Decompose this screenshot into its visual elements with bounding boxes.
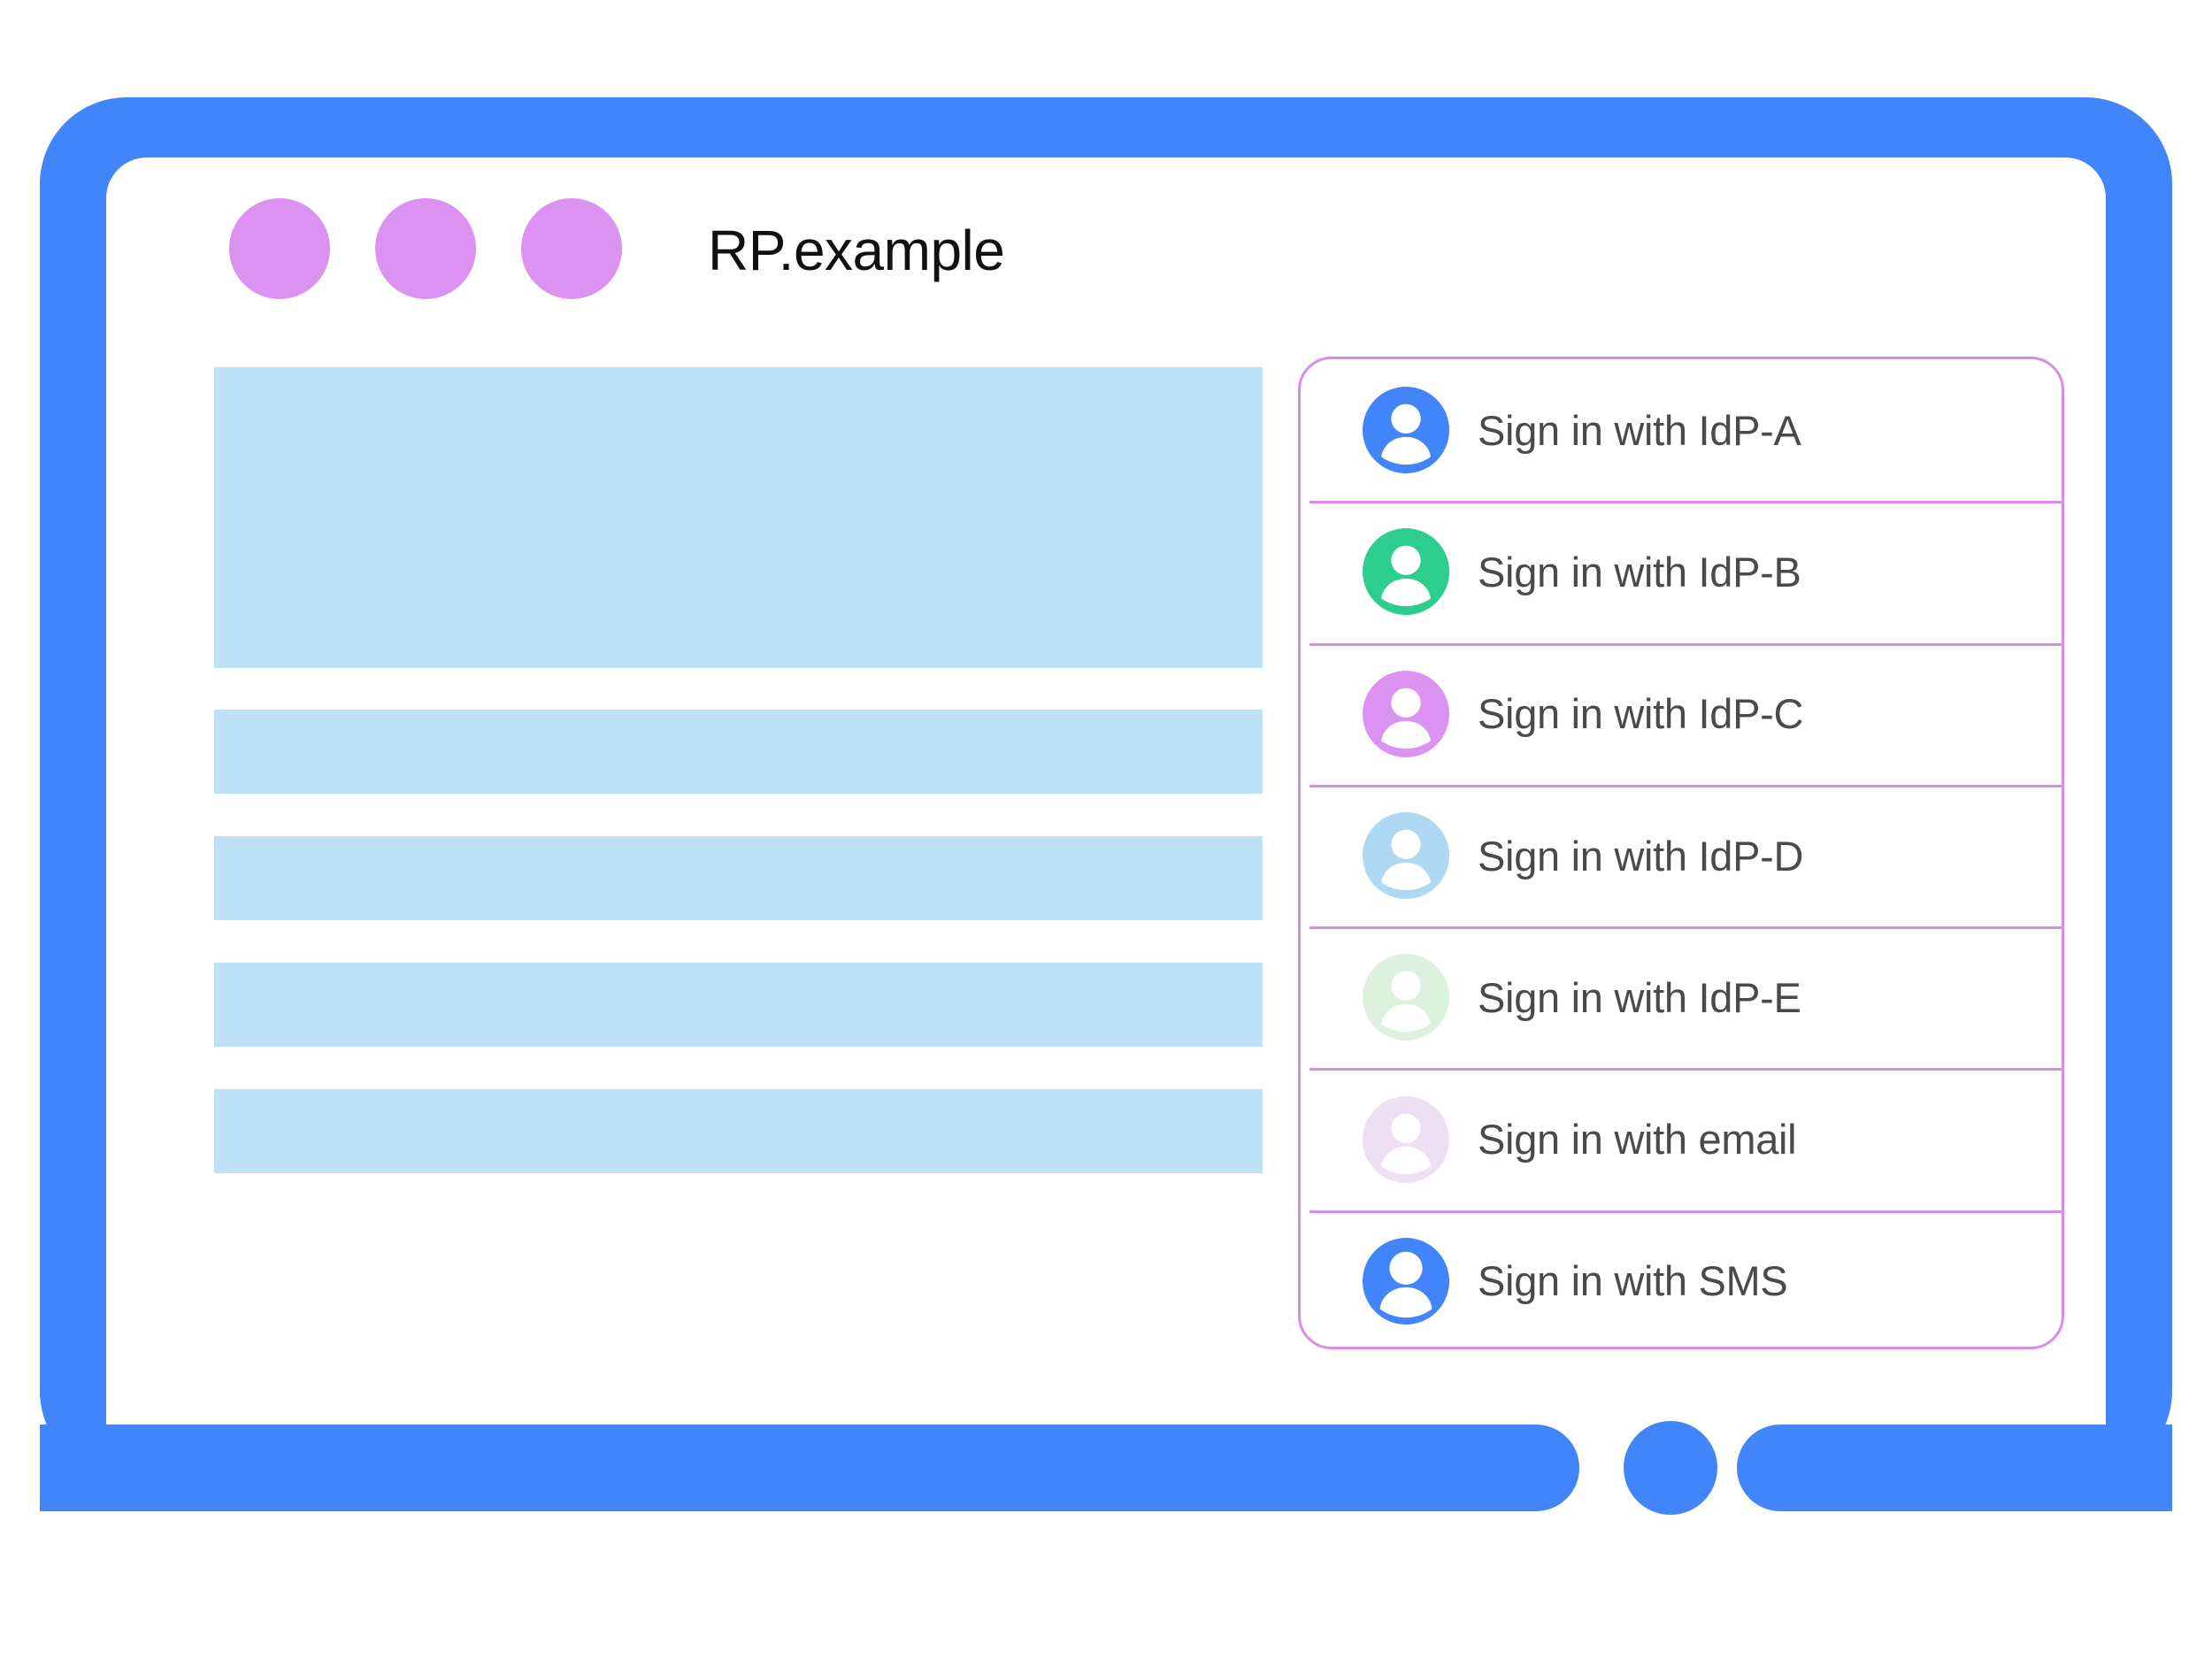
- account-avatar-icon: [1363, 1237, 1449, 1325]
- browser-screen: RP.example Sign in with IdP-A: [106, 157, 2106, 1538]
- account-label: Sign in with email: [1478, 1116, 1797, 1164]
- account-row-idp-c[interactable]: Sign in with IdP-C: [1301, 642, 2064, 785]
- device-frame: RP.example Sign in with IdP-A: [40, 97, 2172, 1566]
- account-label: Sign in with IdP-E: [1478, 973, 1801, 1021]
- text-placeholder-1: [214, 710, 1263, 794]
- bottom-bezel-left: [40, 1425, 1579, 1511]
- page-title: RP.example: [708, 219, 1005, 282]
- text-placeholder-3: [214, 963, 1263, 1047]
- text-placeholder-2: [214, 836, 1263, 920]
- account-chooser-panel: Sign in with IdP-A Sign in with IdP-B: [1298, 357, 2064, 1349]
- account-row-idp-e[interactable]: Sign in with IdP-E: [1301, 926, 2064, 1068]
- account-avatar-icon: [1363, 387, 1449, 474]
- account-row-idp-d[interactable]: Sign in with IdP-D: [1301, 784, 2064, 926]
- account-avatar-icon: [1363, 1095, 1449, 1183]
- account-label: Sign in with IdP-C: [1478, 690, 1804, 738]
- account-label: Sign in with IdP-B: [1478, 548, 1801, 595]
- account-avatar-icon: [1363, 670, 1449, 757]
- bottom-bezel-right: [1737, 1425, 2172, 1511]
- page-content-placeholders: [214, 367, 1263, 1173]
- browser-titlebar: RP.example: [106, 157, 2106, 321]
- account-avatar-icon: [1363, 528, 1449, 616]
- home-button[interactable]: [1624, 1421, 1717, 1515]
- account-row-idp-a[interactable]: Sign in with IdP-A: [1301, 359, 2062, 501]
- window-dot-3[interactable]: [521, 198, 622, 299]
- account-label: Sign in with SMS: [1478, 1257, 1788, 1305]
- account-row-idp-b[interactable]: Sign in with IdP-B: [1301, 501, 2064, 642]
- account-label: Sign in with IdP-D: [1478, 832, 1804, 879]
- account-avatar-icon: [1363, 954, 1449, 1041]
- account-avatar-icon: [1363, 812, 1449, 900]
- window-dot-2[interactable]: [375, 198, 476, 299]
- account-row-sms[interactable]: Sign in with SMS: [1301, 1210, 2064, 1352]
- text-placeholder-4: [214, 1089, 1263, 1173]
- account-row-email[interactable]: Sign in with email: [1301, 1068, 2064, 1210]
- account-label: Sign in with IdP-A: [1478, 406, 1801, 454]
- hero-placeholder: [214, 367, 1263, 668]
- window-dot-1[interactable]: [229, 198, 330, 299]
